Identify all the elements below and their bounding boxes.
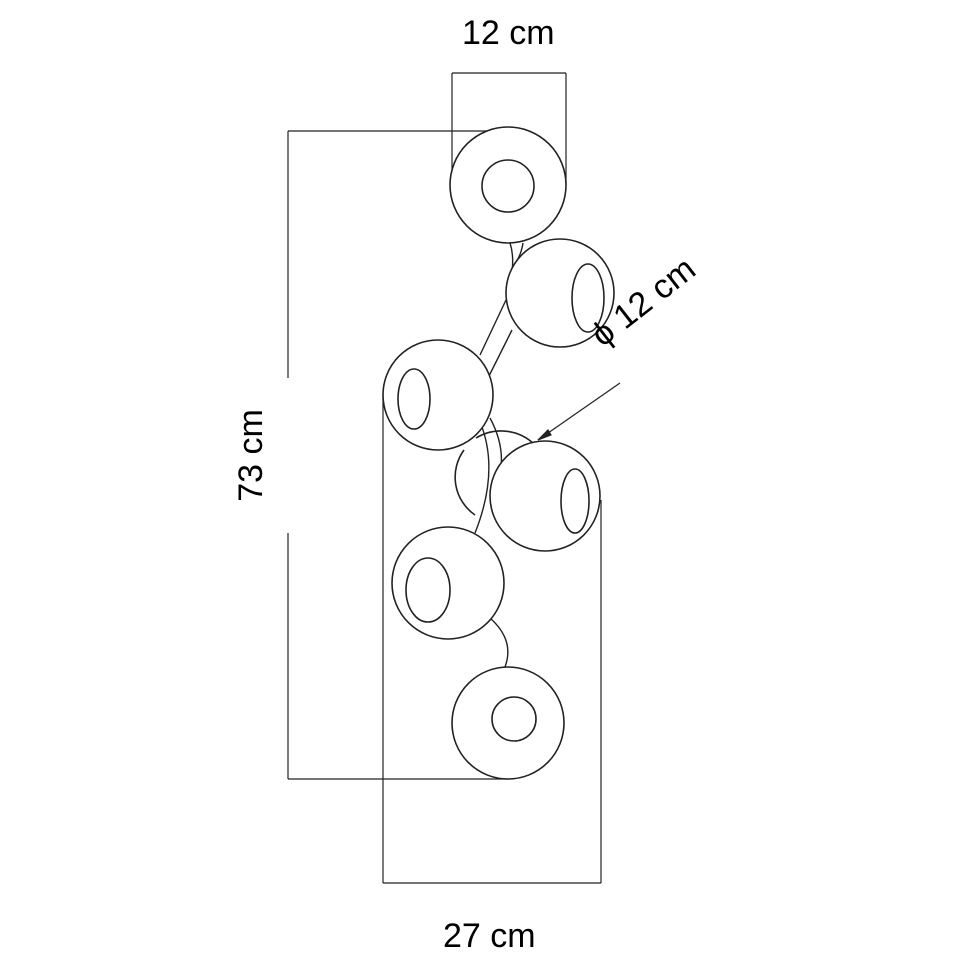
top-width-label: 12 cm [462, 14, 555, 52]
dimension-height [287, 130, 508, 780]
globe-3 [382, 339, 494, 451]
height-label: 73 cm [231, 409, 270, 502]
diameter-leader [537, 382, 621, 441]
globe-1 [449, 126, 567, 244]
stems [474, 242, 524, 668]
dimension-bottom [382, 395, 602, 884]
dimension-top [451, 72, 567, 185]
globe-back-lower [454, 449, 476, 516]
globe-2 [505, 238, 615, 348]
bottom-width-label: 27 cm [443, 917, 536, 955]
globe-7 [451, 666, 565, 780]
globe-back [475, 430, 536, 446]
globe-5 [489, 440, 601, 552]
globe-6 [391, 526, 505, 640]
